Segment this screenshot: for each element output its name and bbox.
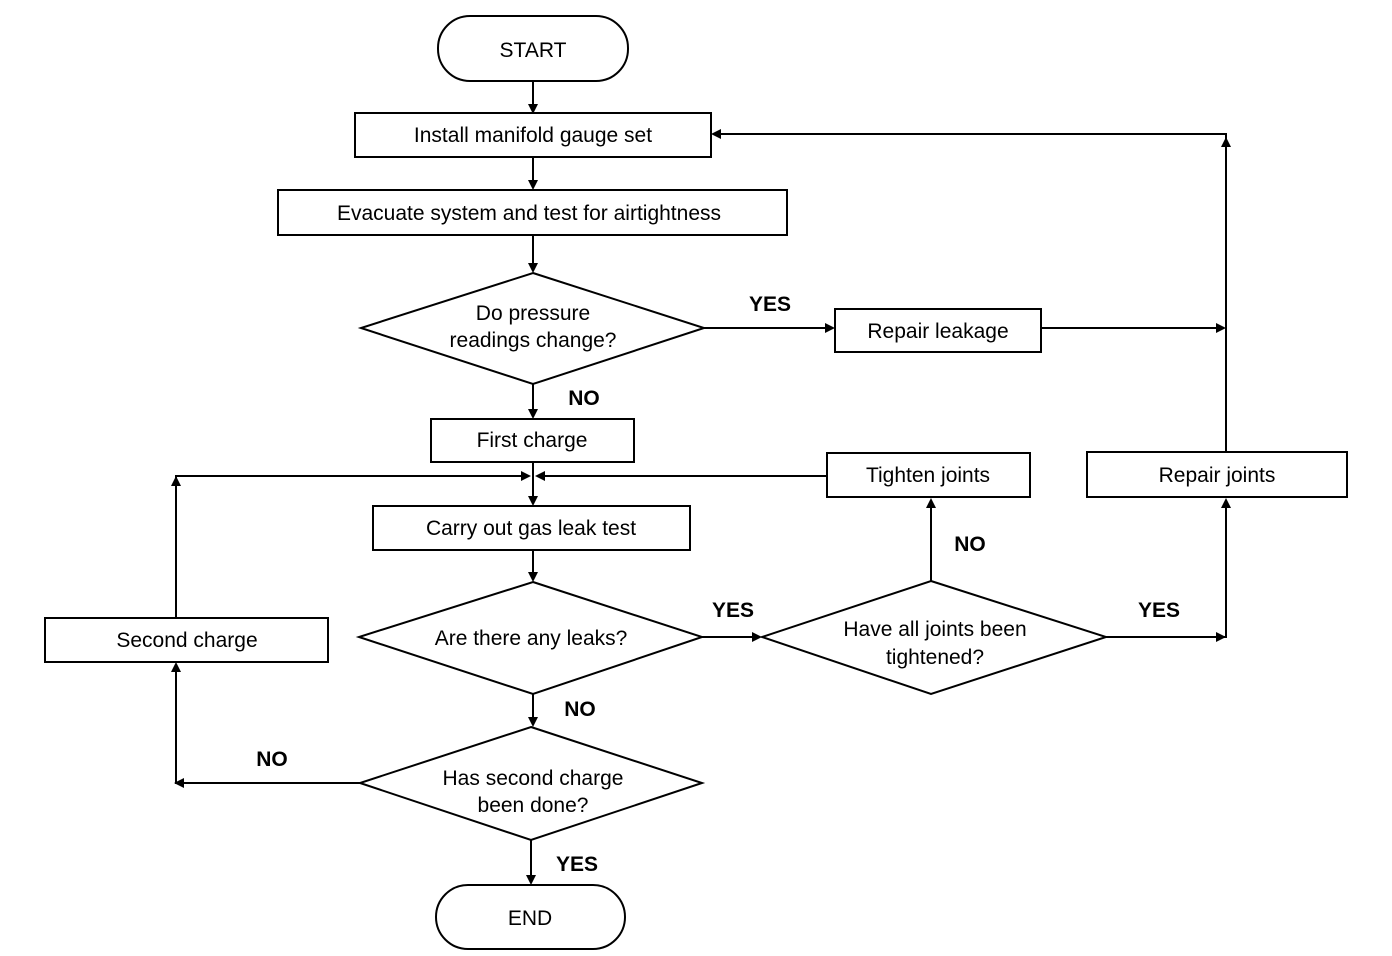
start-label: START (500, 39, 567, 62)
arrow-head (1221, 137, 1231, 147)
arrow-head (528, 496, 538, 506)
edge-loop-to-install (721, 133, 1227, 453)
arrow-head (528, 104, 538, 114)
start-terminal: START (437, 15, 629, 82)
repair-leakage-label: Repair leakage (867, 320, 1008, 343)
arrow-head (528, 180, 538, 190)
evacuate-system-label: Evacuate system and test for airtightnes… (337, 202, 721, 225)
second-charge-done-decision: Has second charge been done? (356, 725, 706, 842)
install-manifold-box: Install manifold gauge set (354, 112, 712, 158)
arrow-head (825, 323, 835, 333)
arrow-head (174, 778, 184, 788)
second-charge-label: Second charge (116, 629, 257, 652)
arrow-head (528, 263, 538, 273)
pressure-question-line-1: Do pressure (476, 302, 590, 325)
pressure-no-label: NO (568, 387, 600, 410)
any-leaks-decision: Are there any leaks? (355, 580, 706, 696)
joints-tightened-decision: Have all joints been tightened? (758, 579, 1110, 696)
leaks-yes-label: YES (712, 599, 754, 622)
second-no-label: NO (256, 748, 288, 771)
tighten-joints-label: Tighten joints (866, 464, 990, 487)
repair-joints-box: Repair joints (1086, 451, 1348, 498)
joints-question-line-1: Have all joints been (843, 618, 1026, 641)
leaks-no-label: NO (564, 698, 596, 721)
arrow-head (711, 129, 721, 139)
arrow-head (1221, 498, 1231, 508)
arrow-head (752, 632, 762, 642)
arrow-head (521, 471, 531, 481)
arrow-head (171, 662, 181, 672)
gas-leak-test-box: Carry out gas leak test (372, 505, 691, 551)
evacuate-system-box: Evacuate system and test for airtightnes… (277, 189, 788, 236)
install-manifold-label: Install manifold gauge set (414, 124, 652, 147)
end-terminal: END (435, 884, 626, 950)
arrow-head (926, 498, 936, 508)
second-yes-label: YES (556, 853, 598, 876)
joints-question-line-2: tightened? (886, 646, 984, 669)
end-label: END (508, 907, 552, 930)
joints-no-label: NO (954, 533, 986, 556)
second-charge-question-line-1: Has second charge (443, 767, 624, 790)
pressure-question-line-2: readings change? (450, 329, 617, 352)
repair-joints-label: Repair joints (1159, 464, 1276, 487)
arrow-head (528, 717, 538, 727)
repair-leakage-box: Repair leakage (834, 308, 1042, 353)
second-charge-question-line-2: been done? (478, 794, 589, 817)
arrow-head (526, 875, 536, 885)
first-charge-label: First charge (477, 429, 588, 452)
edge-labels: YES NO YES NO NO YES NO YES (256, 293, 1180, 876)
second-charge-box: Second charge (44, 617, 329, 663)
arrow-head (528, 572, 538, 582)
arrow-head (1216, 632, 1226, 642)
pressure-yes-label: YES (749, 293, 791, 316)
arrow-head (171, 476, 181, 486)
tighten-joints-box: Tighten joints (826, 452, 1031, 498)
arrow-head (528, 409, 538, 419)
gas-leak-test-label: Carry out gas leak test (426, 517, 636, 540)
arrow-head (1216, 323, 1226, 333)
first-charge-box: First charge (430, 418, 635, 463)
any-leaks-label: Are there any leaks? (435, 627, 628, 650)
joints-yes-label: YES (1138, 599, 1180, 622)
arrow-head (535, 471, 545, 481)
connectors (171, 82, 1231, 885)
pressure-change-decision: Do pressure readings change? (357, 271, 708, 386)
